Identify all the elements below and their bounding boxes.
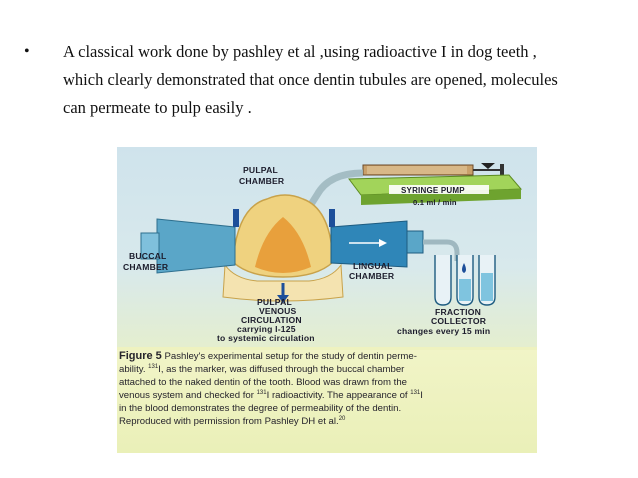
caption-line-4-start: venous system and checked for — [119, 390, 257, 401]
label-venous-3: CIRCULATION — [241, 315, 302, 325]
isotope-suffix: I — [420, 390, 423, 401]
label-flow-rate: 0.1 ml / min — [413, 198, 457, 207]
bullet-line-2: which clearly demonstrated that once den… — [63, 70, 558, 89]
label-fraction-collector-2: COLLECTOR — [431, 316, 487, 326]
reference-number: 20 — [338, 415, 346, 422]
caption-line-1: Figure 5 Pashley's experimental setup fo… — [119, 350, 417, 363]
experiment-diagram: PULPAL CHAMBER SYRINGE PUMP 0.1 ml / min… — [117, 147, 537, 347]
label-venous-2: VENOUS — [259, 306, 297, 316]
syringe-icon — [362, 163, 504, 176]
caption-line-4-rest: I radioactivity. The appearance of — [266, 390, 411, 401]
diagram-svg: PULPAL CHAMBER SYRINGE PUMP 0.1 ml / min… — [123, 163, 523, 343]
label-pulpal-chamber-2: CHAMBER — [239, 176, 285, 186]
label-pulpal-chamber-1: PULPAL — [243, 165, 278, 175]
outflow-tube — [423, 239, 460, 261]
label-venous-5: to systemic circulation — [217, 333, 315, 343]
label-lingual-chamber-1: LINGUAL — [353, 261, 393, 271]
isotope-mass-1: 131 — [148, 363, 159, 370]
caption-line-2-start: ability. — [119, 364, 149, 375]
fraction-collector-icon — [434, 255, 496, 306]
bullet-block: • A classical work done by pashley et al… — [24, 38, 624, 122]
caption-line-6: Reproduced with permission from Pashley … — [119, 415, 345, 428]
bullet-line-1: A classical work done by pashley et al ,… — [63, 42, 537, 61]
venous-arrow-icon — [277, 283, 289, 303]
caption-line-1-text: Pashley's experimental setup for the stu… — [161, 351, 417, 362]
lingual-chamber-icon — [329, 209, 424, 268]
bullet-line-3: can permeate to pulp easily . — [63, 98, 252, 117]
bullet-text: A classical work done by pashley et al ,… — [63, 38, 624, 122]
caption-line-2-rest: I, as the marker, was diffused through t… — [158, 364, 405, 375]
bullet-dot: • — [24, 43, 30, 60]
caption-line-3: attached to the naked dentin of the toot… — [119, 377, 407, 388]
label-lingual-chamber-2: CHAMBER — [349, 271, 395, 281]
buccal-chamber-icon — [140, 209, 239, 274]
figure-caption: Figure 5 Pashley's experimental setup fo… — [117, 350, 537, 453]
inflow-tube — [300, 169, 364, 219]
label-buccal-chamber-2: CHAMBER — [123, 262, 169, 272]
tooth-icon — [222, 194, 344, 302]
label-venous-1: PULPAL — [257, 297, 292, 307]
caption-line-5: in the blood demonstrates the degree of … — [119, 403, 402, 414]
isotope-mass-3: 131 — [410, 389, 421, 396]
figure-photo: PULPAL CHAMBER SYRINGE PUMP 0.1 ml / min… — [117, 147, 537, 453]
label-buccal-chamber-1: BUCCAL — [129, 251, 166, 261]
syringe-pump-icon — [348, 174, 523, 205]
caption-line-4: venous system and checked for 131I radio… — [119, 389, 423, 402]
label-syringe-pump: SYRINGE PUMP — [401, 186, 465, 195]
caption-line-2: ability. 131I, as the marker, was diffus… — [119, 363, 404, 376]
isotope-mass-2: 131 — [256, 389, 267, 396]
figure-label: Figure 5 — [119, 350, 162, 362]
label-venous-4: carrying I-125 — [237, 324, 296, 334]
label-fraction-collector-3: changes every 15 min — [397, 326, 490, 336]
caption-line-6-text: Reproduced with permission from Pashley … — [119, 416, 339, 427]
label-fraction-collector-1: FRACTION — [435, 307, 481, 317]
